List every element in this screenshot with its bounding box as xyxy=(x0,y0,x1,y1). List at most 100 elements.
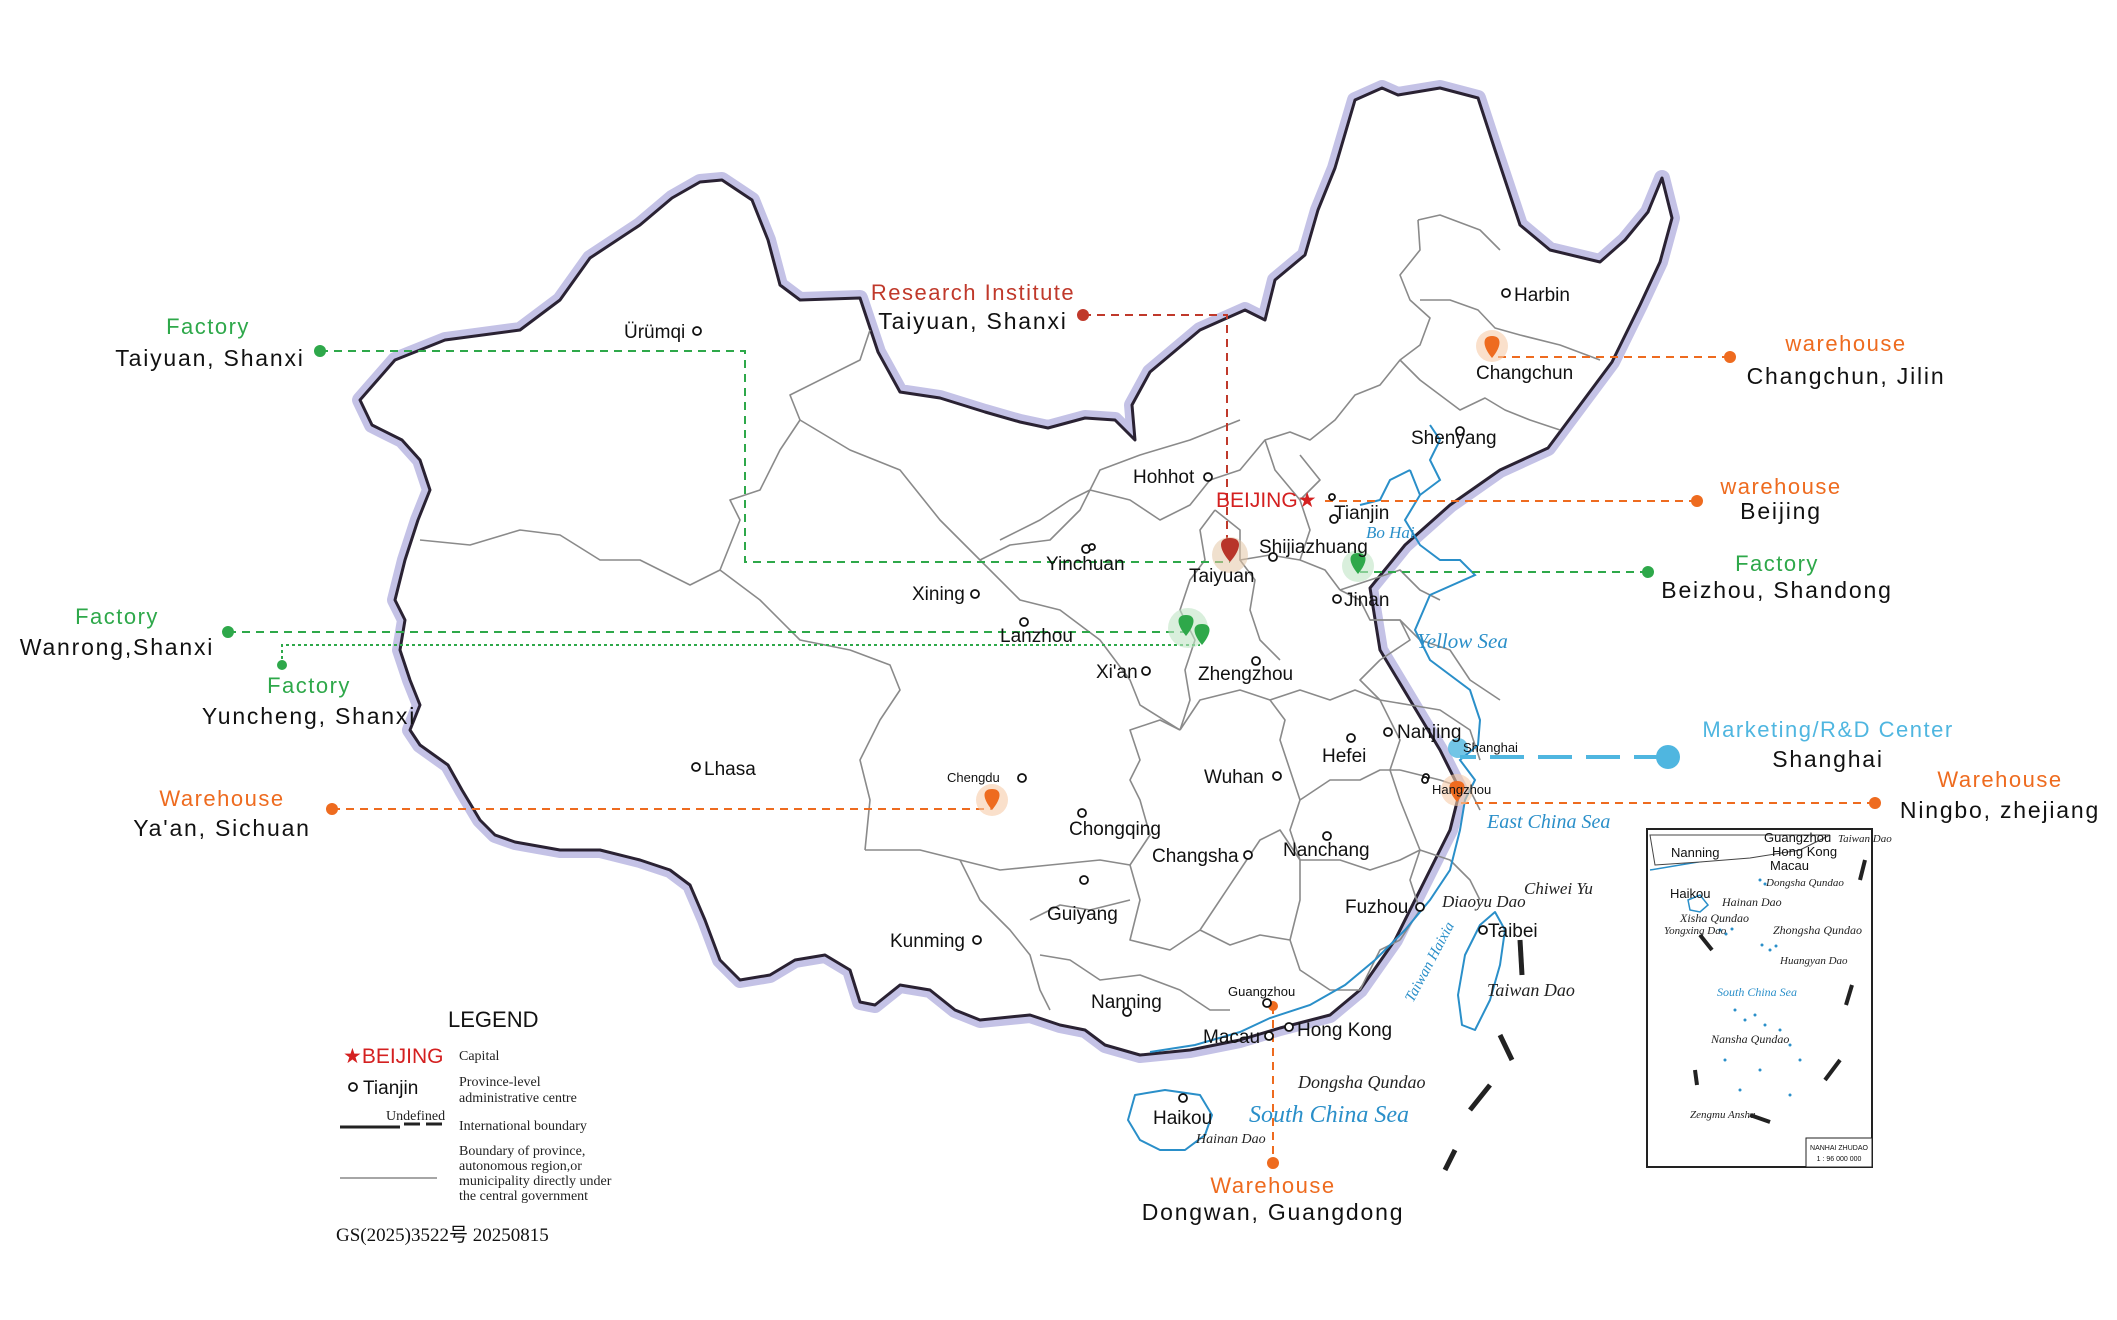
maritime-boundary-marks xyxy=(1442,939,1525,1172)
location-pins xyxy=(976,330,1508,1011)
city-macau: Macau xyxy=(1203,1027,1260,1048)
sea-east-china: East China Sea xyxy=(1486,811,1610,833)
coastline xyxy=(1149,424,1482,1053)
factory-yuncheng-title: Factory xyxy=(267,673,351,698)
legend-undefined: Undefined xyxy=(386,1109,445,1124)
legend-province-label-1: Province-level xyxy=(459,1075,541,1090)
legend-province-label-2: administrative centre xyxy=(459,1091,577,1106)
city-changsha: Changsha xyxy=(1152,846,1239,867)
inset-yongxing: Yongxing Dao xyxy=(1664,925,1727,937)
city-chengdu: Chengdu xyxy=(947,770,1000,785)
inset-map: Guangzhou Taiwan Dao Nanning Hong Kong M… xyxy=(1646,828,1892,1168)
city-guangzhou: Guangzhou xyxy=(1228,984,1295,999)
island-diaoyu: Diaoyu Dao xyxy=(1441,892,1526,911)
inset-huangyan: Huangyan Dao xyxy=(1779,955,1848,967)
city-guiyang: Guiyang xyxy=(1047,904,1118,925)
inset-nanning: Nanning xyxy=(1671,845,1719,860)
factory-beizhou-subtitle: Beizhou, Shandong xyxy=(1661,577,1892,603)
city-nanning: Nanning xyxy=(1091,992,1162,1013)
marketing-title: Marketing/R&D Center xyxy=(1702,717,1953,742)
inset-zengmu: Zengmu Ansha xyxy=(1690,1109,1756,1121)
city-tianjin: Tianjin xyxy=(1334,503,1389,524)
sea-yellow: Yellow Sea xyxy=(1417,629,1508,653)
city-taibei: Taibei xyxy=(1488,921,1538,942)
inset-macau: Macau xyxy=(1770,858,1809,873)
city-hangzhou: Hangzhou xyxy=(1432,782,1491,797)
legend-boundary-label-1: Boundary of province, xyxy=(459,1144,585,1159)
inset-taiwan-dao: Taiwan Dao xyxy=(1838,833,1892,845)
city-changchun: Changchun xyxy=(1476,363,1573,384)
city-hefei: Hefei xyxy=(1322,746,1366,767)
legend-title: LEGEND xyxy=(448,1007,538,1032)
warehouse-beijing-subtitle: Beijing xyxy=(1740,498,1822,524)
city-shijiazhuang: Shijiazhuang xyxy=(1259,537,1368,558)
pin-warehouse-ningbo xyxy=(1441,774,1473,806)
warehouse-ningbo-subtitle: Ningbo, zhejiang xyxy=(1900,797,2100,823)
city-lhasa: Lhasa xyxy=(704,759,756,780)
legend-approval: GS(2025)3522号 20250815 xyxy=(336,1225,549,1246)
national-boundary xyxy=(358,86,1674,1057)
legend-boundary-label-3: municipality directly under xyxy=(459,1174,612,1189)
city-zhengzhou: Zhengzhou xyxy=(1198,664,1293,685)
inset-haikou: Haikou xyxy=(1670,886,1710,901)
city-beijing: BEIJING★ xyxy=(1216,489,1317,512)
research-title: Research Institute xyxy=(871,280,1075,305)
factory-beizhou-title: Factory xyxy=(1735,551,1819,576)
city-xining: Xining xyxy=(912,584,965,605)
inset-hongkong: Hong Kong xyxy=(1772,844,1837,859)
island-hainan: Hainan Dao xyxy=(1195,1132,1266,1147)
taiwan-island xyxy=(1457,911,1506,1031)
warehouse-ningbo-title: Warehouse xyxy=(1937,767,2062,792)
inset-frame xyxy=(1646,828,1873,1168)
legend-boundary-label-4: the central government xyxy=(459,1189,588,1204)
pin-warehouse-yaan xyxy=(976,784,1008,816)
inset-dongsha: Dongsha Qundao xyxy=(1765,877,1844,889)
pin-marketing-shanghai xyxy=(1448,738,1468,758)
warehouse-changchun-title: warehouse xyxy=(1784,331,1906,356)
connector-factory-taiyuan xyxy=(320,350,1230,563)
inset-scale: 1 : 96 000 000 xyxy=(1817,1156,1862,1163)
legend-intl-label: International boundary xyxy=(459,1119,587,1134)
city-lanzhou: Lanzhou xyxy=(1000,626,1073,647)
factory-yuncheng-subtitle: Yuncheng, Shanxi xyxy=(202,703,416,729)
pin-research-taiyuan xyxy=(1212,537,1248,573)
city-kunming: Kunming xyxy=(890,931,965,952)
warehouse-changchun-subtitle: Changchun, Jilin xyxy=(1747,363,1946,389)
factory-taiyuan-title: Factory xyxy=(166,314,250,339)
warehouse-beijing-title: warehouse xyxy=(1719,474,1841,499)
factory-wanrong-title: Factory xyxy=(75,604,159,629)
city-shenyang: Shenyang xyxy=(1411,428,1497,449)
pin-factory-beizhou xyxy=(1342,550,1374,582)
city-jinan: Jinan xyxy=(1344,590,1389,611)
city-harbin: Harbin xyxy=(1514,285,1570,306)
callout-connectors xyxy=(228,314,1875,1163)
island-labels: Diaoyu Dao Chiwei Yu Taiwan Dao Dongsha … xyxy=(1195,879,1593,1147)
city-nanjing: Nanjing xyxy=(1397,722,1461,743)
city-xian: Xi'an xyxy=(1096,662,1138,683)
city-wuhan: Wuhan xyxy=(1204,767,1264,788)
inset-title: NANHAI ZHUDAO xyxy=(1810,1145,1869,1152)
callout-labels: Factory Taiyuan, Shanxi Research Institu… xyxy=(20,280,2100,1225)
warehouse-yaan-title: Warehouse xyxy=(159,786,284,811)
city-hongkong: Hong Kong xyxy=(1297,1020,1392,1041)
city-yinchuan: Yinchuan xyxy=(1046,554,1125,575)
city-fuzhou: Fuzhou xyxy=(1345,897,1408,918)
city-shanghai: Shanghai xyxy=(1463,740,1518,755)
research-subtitle: Taiyuan, Shanxi xyxy=(878,308,1067,334)
inset-xisha: Xisha Qundao xyxy=(1679,911,1749,925)
legend-capital-sample: ★BEIJING xyxy=(343,1045,444,1068)
marketing-subtitle: Shanghai xyxy=(1772,746,1884,772)
sea-bohai: Bo Hai xyxy=(1366,523,1415,542)
legend: LEGEND ★BEIJING Capital Tianjin Province… xyxy=(336,1007,612,1246)
pin-warehouse-changchun xyxy=(1476,330,1508,362)
city-hohhot: Hohhot xyxy=(1133,467,1195,488)
sea-south-china: South China Sea xyxy=(1249,1102,1409,1128)
inset-title-box xyxy=(1805,1137,1873,1168)
factory-taiyuan-subtitle: Taiyuan, Shanxi xyxy=(115,345,304,371)
warehouse-dongwan-title: Warehouse xyxy=(1210,1173,1335,1198)
sea-taiwan-haixia: Taiwan Haixia xyxy=(1402,919,1458,1004)
city-labels: Ürümqi Harbin Changchun Shenyang Hohhot … xyxy=(624,285,1573,1129)
pin-factory-yuncheng xyxy=(1194,624,1210,645)
country-outline xyxy=(352,80,1680,1151)
